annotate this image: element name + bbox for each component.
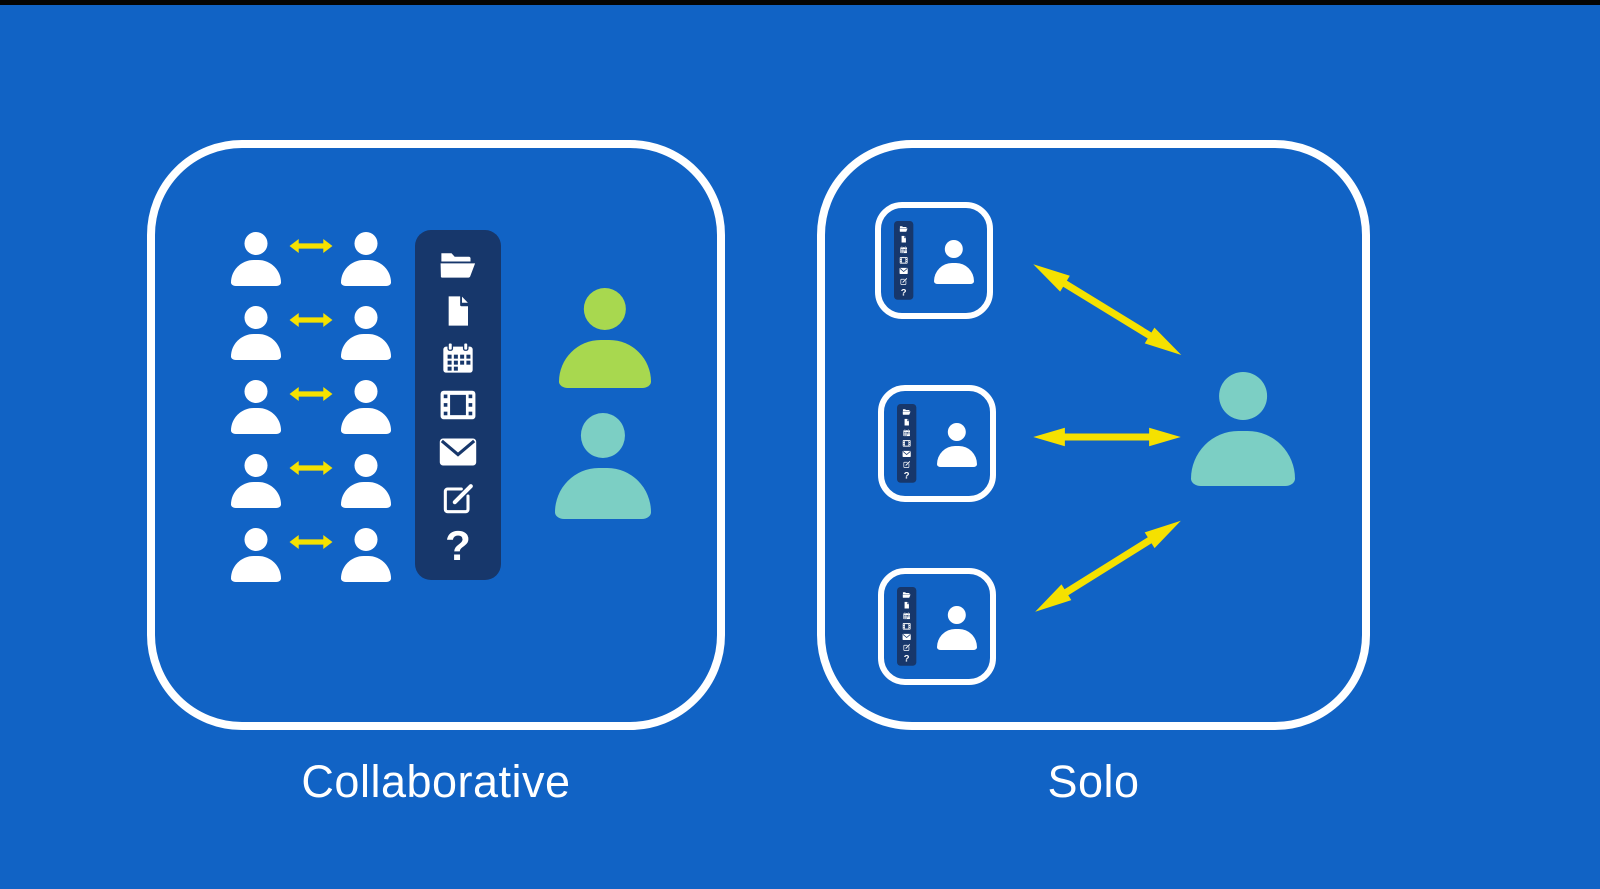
envelope-icon: [899, 267, 908, 275]
calendar-icon: [899, 246, 908, 254]
solo-workspace-box: ?: [875, 202, 993, 319]
solo-workspace-box: ?: [878, 568, 996, 685]
envelope-icon: [437, 434, 479, 470]
document-icon: [899, 235, 908, 243]
person-icon: [341, 306, 391, 360]
compose-icon: [437, 481, 479, 517]
person-icon: [341, 232, 391, 286]
film-icon: [437, 387, 479, 423]
solo-panel: ?: [817, 140, 1370, 730]
person-icon: [341, 528, 391, 582]
document-icon: [437, 293, 479, 329]
double-arrow-icon: [1024, 507, 1193, 625]
compose-icon: [902, 643, 911, 651]
person-icon: [937, 606, 977, 650]
folder-icon: [902, 408, 911, 416]
double-arrow-icon: [1028, 425, 1186, 449]
collaborative-label: Collaborative: [301, 756, 571, 807]
person-icon: [231, 528, 281, 582]
calendar-icon: [437, 340, 479, 376]
person-icon-teal: [555, 413, 651, 519]
person-pairs-group: [231, 232, 391, 582]
mini-tools-toolbar-slot: ?: [894, 221, 915, 301]
person-pair: [231, 306, 391, 360]
person-icon: [341, 454, 391, 508]
person-icon: [341, 380, 391, 434]
double-arrow-icon: [288, 459, 334, 477]
double-arrow-icon: [288, 385, 334, 403]
double-arrow-icon: [1022, 251, 1193, 369]
double-arrow-bottom-slot: [1024, 507, 1193, 625]
top-letterbox-bar: [0, 0, 1600, 5]
person-pair: [231, 528, 391, 582]
folder-icon: [902, 591, 911, 599]
double-arrow-top-slot: [1022, 251, 1193, 369]
film-icon: [902, 439, 911, 447]
question-glyph: ?: [903, 469, 910, 481]
double-arrow-slot: [288, 459, 334, 477]
folder-icon: [437, 246, 479, 282]
calendar-icon: [902, 612, 911, 620]
person-icon-green: [559, 288, 651, 388]
folder-icon: [899, 225, 908, 233]
mini-tools-toolbar-slot: ?: [897, 404, 918, 484]
double-arrow-middle-slot: [1028, 425, 1186, 449]
double-arrow-slot: [288, 385, 334, 403]
double-arrow-icon: [288, 533, 334, 551]
tools-toolbar: ?: [415, 230, 501, 580]
tools-toolbar: ?: [897, 404, 917, 483]
person-pair: [231, 454, 391, 508]
document-icon: [902, 418, 911, 426]
tools-toolbar: ?: [894, 221, 914, 300]
question-icon: ?: [437, 522, 479, 569]
question-glyph: ?: [445, 522, 471, 569]
mini-tools-toolbar-slot: ?: [897, 587, 918, 667]
double-arrow-slot: [288, 311, 334, 329]
film-icon: [899, 256, 908, 264]
solo-workspace-box: ?: [878, 385, 996, 502]
person-icon: [231, 306, 281, 360]
person-icon: [934, 240, 974, 284]
film-icon: [902, 622, 911, 630]
person-icon: [937, 423, 977, 467]
compose-icon: [899, 277, 908, 285]
question-icon: ?: [902, 652, 911, 664]
person-icon: [231, 454, 281, 508]
envelope-icon: [902, 633, 911, 641]
collaborative-panel: ?: [147, 140, 725, 730]
double-arrow-slot: [288, 533, 334, 551]
person-icon-teal-solo: [1191, 372, 1295, 486]
double-arrow-slot: [288, 237, 334, 255]
envelope-icon: [902, 450, 911, 458]
double-arrow-icon: [288, 237, 334, 255]
tools-toolbar: ?: [897, 587, 917, 666]
question-glyph: ?: [900, 286, 907, 298]
person-icon: [231, 232, 281, 286]
question-icon: ?: [902, 469, 911, 481]
calendar-icon: [902, 429, 911, 437]
solo-label: Solo: [1047, 756, 1140, 807]
person-pair: [231, 380, 391, 434]
document-icon: [902, 601, 911, 609]
compose-icon: [902, 460, 911, 468]
shared-tools-toolbar-slot: ?: [415, 230, 501, 580]
question-glyph: ?: [903, 652, 910, 664]
double-arrow-icon: [288, 311, 334, 329]
question-icon: ?: [899, 286, 908, 298]
person-icon: [231, 380, 281, 434]
person-pair: [231, 232, 391, 286]
